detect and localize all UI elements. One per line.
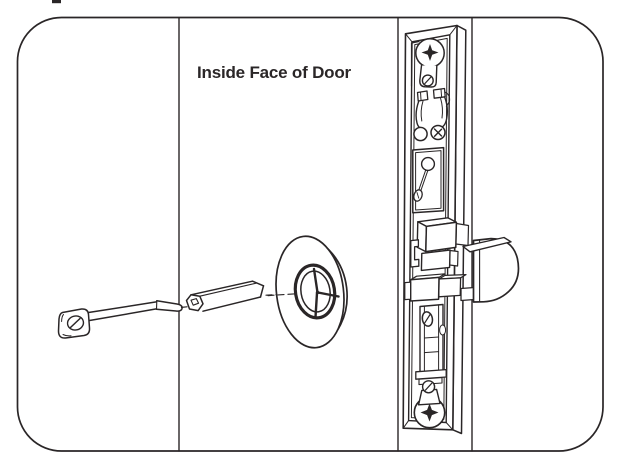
pivot-pin [420,156,436,172]
phillips-screw-icon [420,403,439,422]
lever-window [412,146,445,214]
locking-lever [415,303,447,386]
retainer-clip [413,87,451,142]
screw-slot [69,317,81,329]
mounting-screw [57,300,196,339]
phillips-screw-icon [421,44,439,61]
screw-shaft [87,301,158,314]
door-panel-lines [178,17,473,452]
deadbolt [404,273,467,302]
screw-tip [155,300,183,312]
anti-friction-piece [462,236,512,253]
screw-slot [424,76,432,85]
top-mounting-plate [410,38,445,88]
mortise-lock-body [402,24,470,435]
cropped-mark [52,0,61,4]
spindle-square-hole [190,298,200,306]
latch-mechanism [410,217,470,272]
screw-slot [424,382,433,391]
thumbturn-spokes [312,267,340,319]
screw-slot [423,313,431,324]
thumbturn-rose [267,235,348,349]
bottom-mounting-plate [413,380,446,429]
latch-bolt [460,236,520,303]
inside-face-label: Inside Face of Door [197,63,351,82]
spindle-end-face [185,294,204,312]
square-spindle [185,280,301,312]
figure-border [16,0,604,452]
